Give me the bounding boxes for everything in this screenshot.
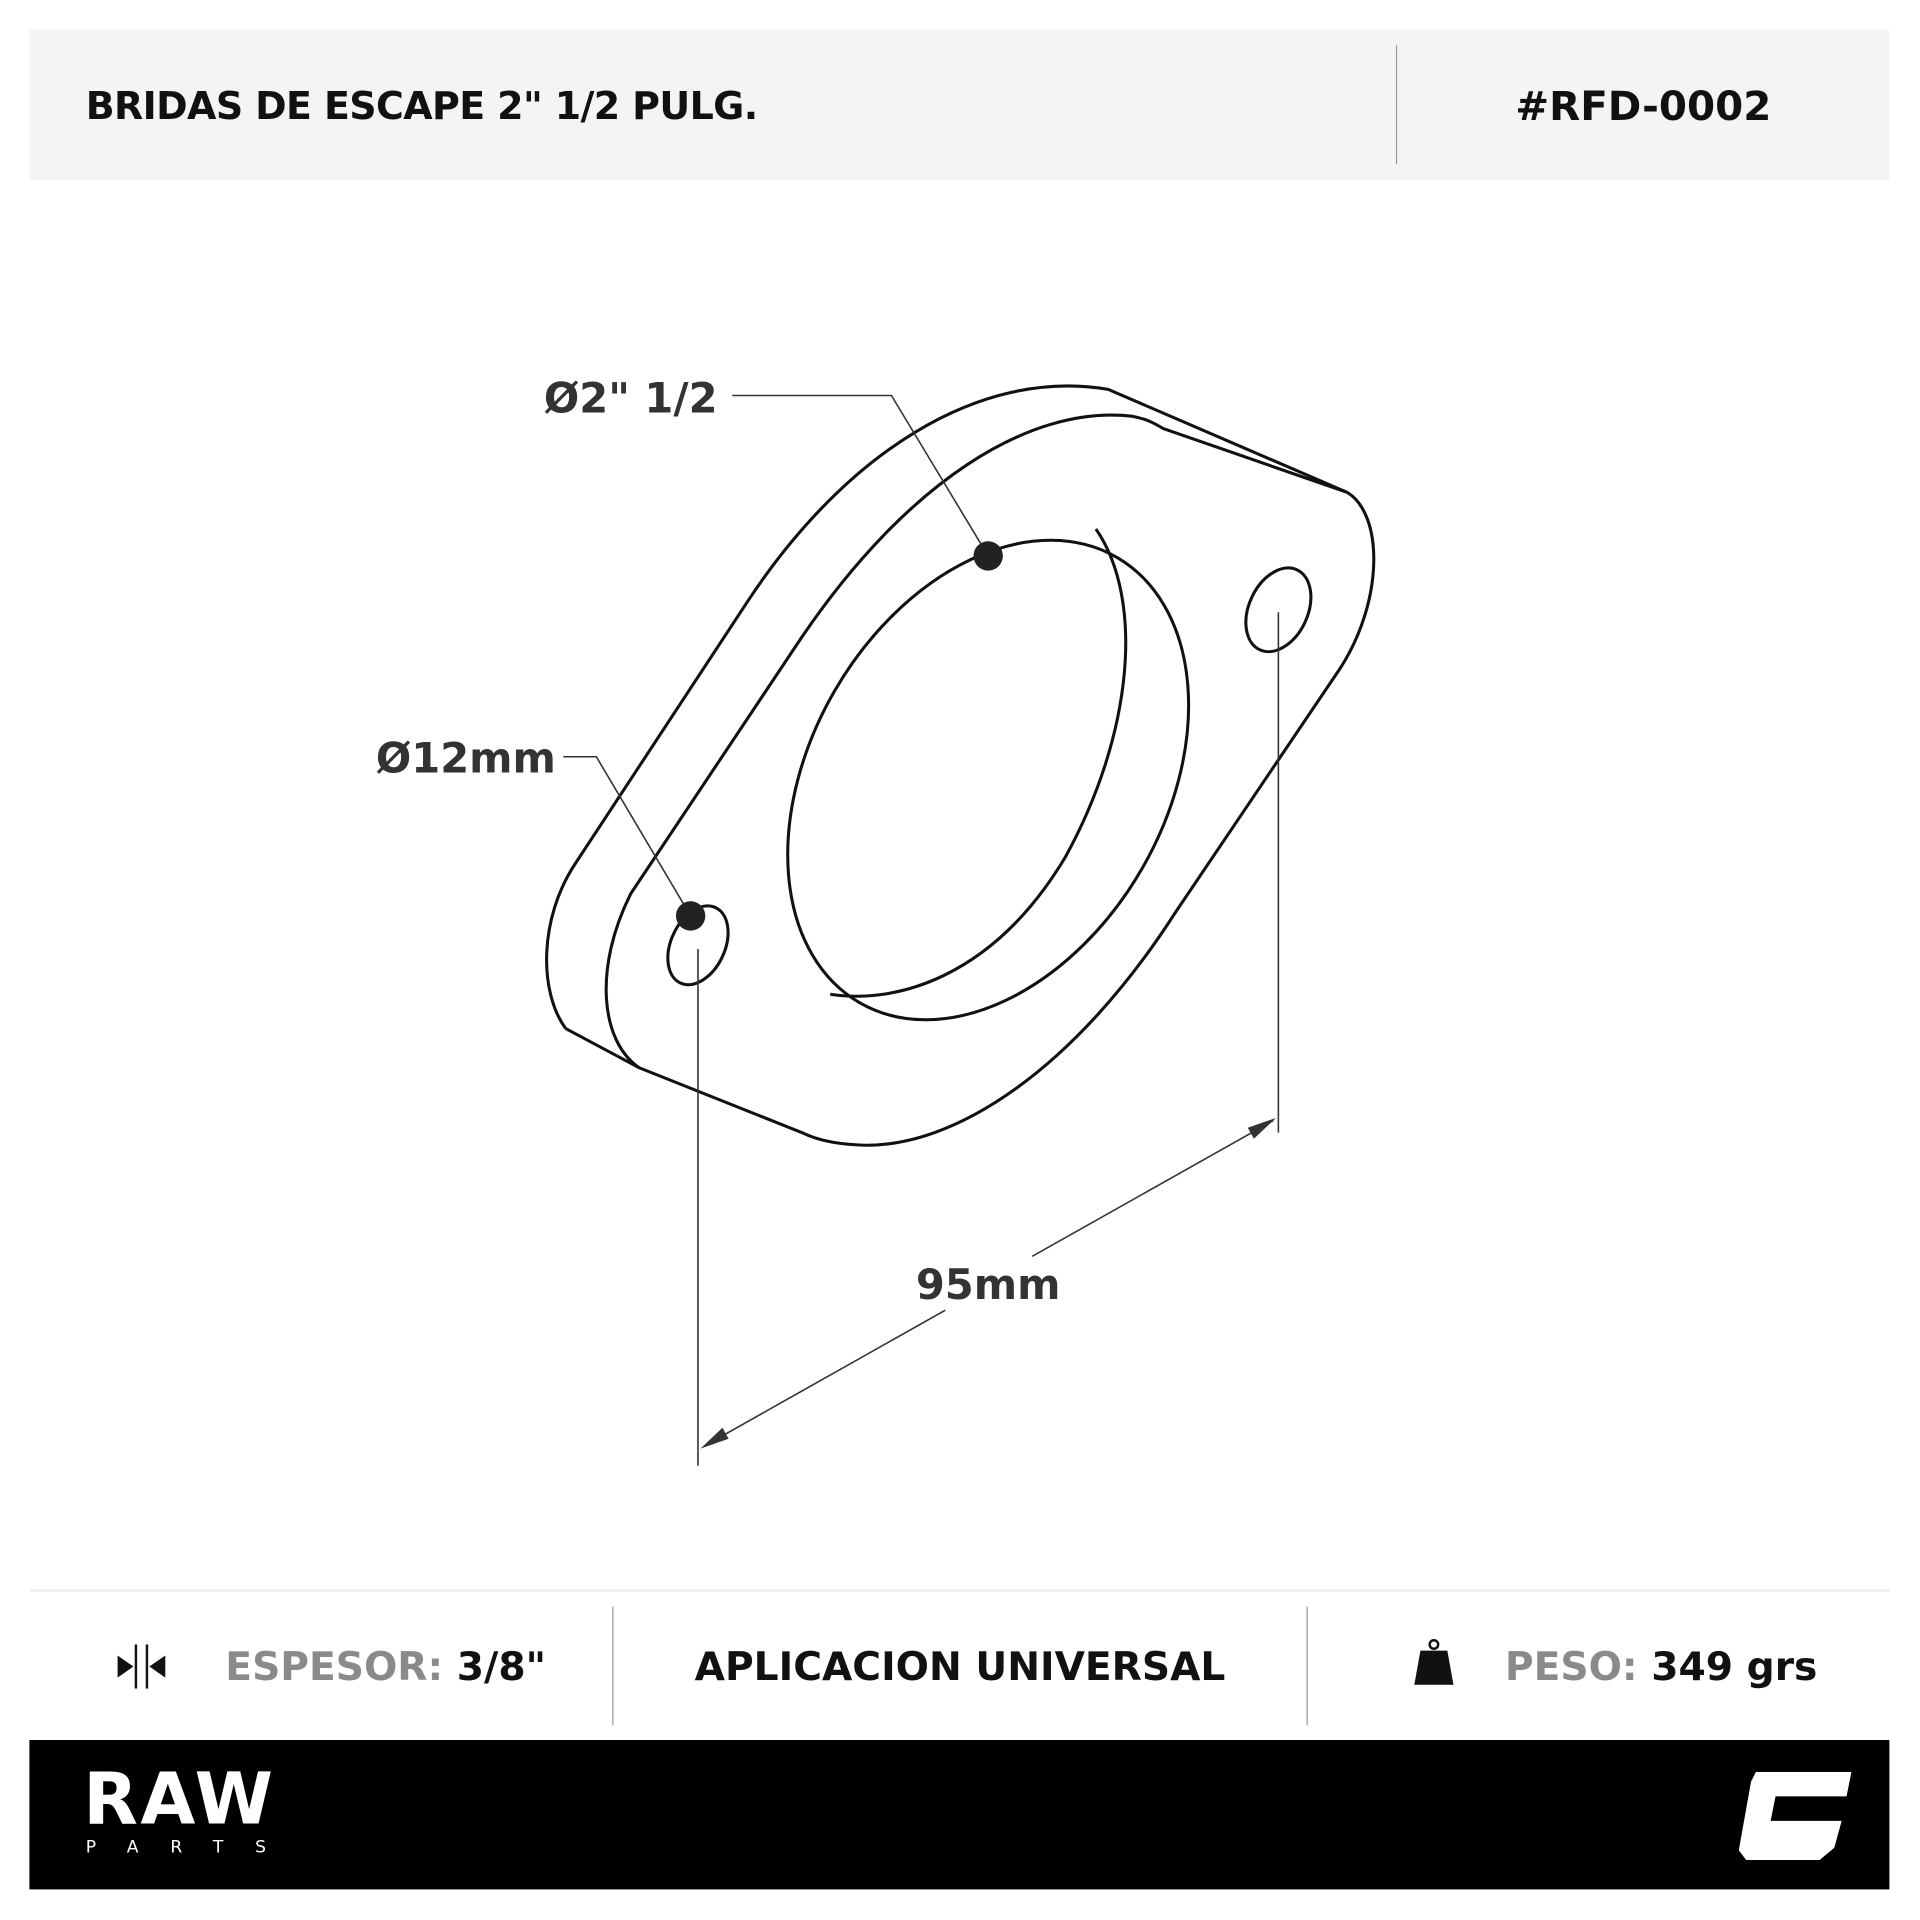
bore-marker — [973, 541, 1003, 571]
header-bar: BRIDAS DE ESCAPE 2" 1/2 PULG. #RFD-0002 — [29, 29, 1890, 181]
thickness-key: ESPESOR: — [225, 1643, 444, 1690]
spacing-label: 95mm — [916, 1260, 1061, 1309]
dimension-line — [1031, 1119, 1274, 1258]
weight-key: PESO: — [1504, 1643, 1638, 1690]
bore-front — [786, 538, 1191, 1022]
hole-diameter-label: Ø12mm — [376, 734, 556, 783]
weight-value: 349 grs — [1651, 1643, 1818, 1690]
flange-front-outline — [604, 413, 1376, 1147]
thickness-spec: ESPESOR: 3/8" — [225, 1592, 546, 1741]
hole-leader — [563, 755, 692, 917]
divider — [1395, 45, 1398, 165]
divider — [1306, 1606, 1308, 1726]
divider — [612, 1606, 614, 1726]
bolt-hole-left — [666, 904, 730, 987]
arrow-head — [700, 1427, 729, 1449]
footer-bar: RAW PARTS — [29, 1740, 1890, 1890]
arrow-head — [1247, 1117, 1276, 1139]
spec-bar: ESPESOR: 3/8" APLICACION UNIVERSAL PESO:… — [29, 1589, 1890, 1741]
application-spec: APLICACION UNIVERSAL — [694, 1643, 1226, 1690]
dimension-line — [703, 1309, 946, 1447]
product-code: #RFD-0002 — [1515, 82, 1772, 130]
brand-subtitle: PARTS — [85, 1837, 298, 1858]
c-logo-icon — [1738, 1771, 1852, 1861]
bore-inner-edge — [829, 528, 1128, 998]
thickness-value: 3/8" — [456, 1643, 547, 1690]
hole-marker — [675, 901, 706, 931]
thickness-icon — [117, 1644, 166, 1689]
bore-diameter-label: Ø2" 1/2 — [544, 374, 718, 423]
flange-back-outline — [545, 384, 1348, 1030]
weight-spec: PESO: 349 grs — [1505, 1592, 1817, 1741]
brand-logo: RAW — [83, 1757, 276, 1841]
product-title: BRIDAS DE ESCAPE 2" 1/2 PULG. — [85, 84, 758, 129]
flange-edge — [564, 1027, 640, 1070]
bolt-hole-right — [1244, 566, 1313, 654]
weight-icon — [1414, 1638, 1454, 1685]
bore-leader — [732, 394, 989, 557]
